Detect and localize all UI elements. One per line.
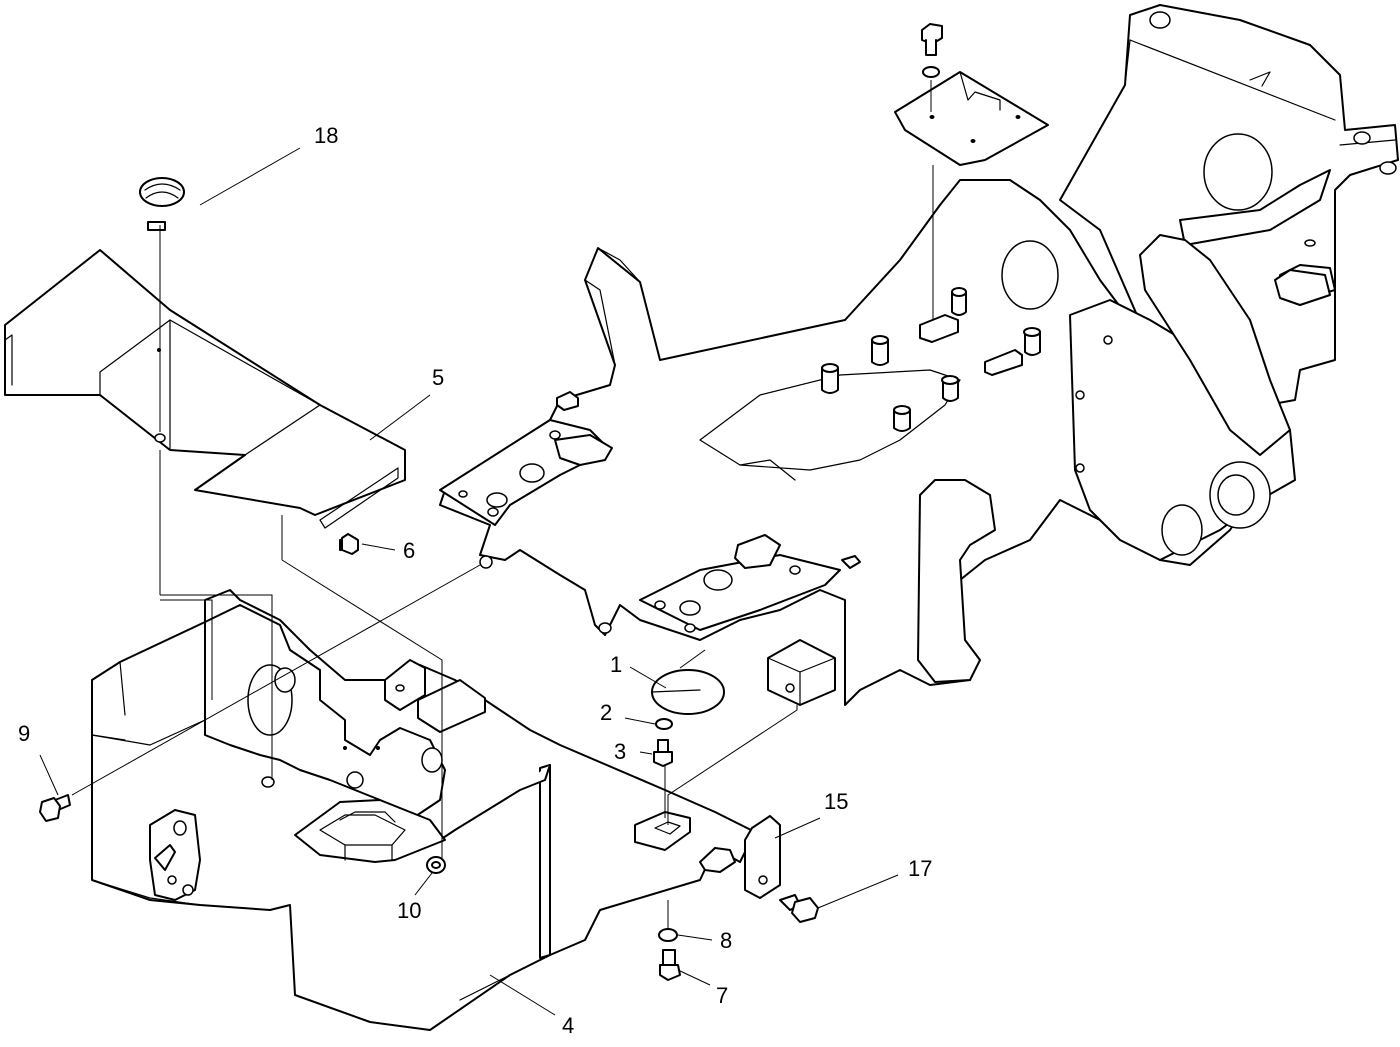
callout-2: 2: [600, 700, 612, 725]
guard-slot: [319, 467, 399, 529]
washer-item-10: [426, 856, 446, 874]
deck-bosses: [821, 287, 1041, 432]
top-bolt-head: [921, 23, 943, 45]
callout-3: 3: [614, 739, 626, 764]
left-hook-bracket: [149, 809, 201, 901]
counterweight-item-4: [91, 589, 756, 1031]
callout-7: 7: [716, 983, 728, 1008]
round-cover-item-1: [651, 669, 725, 715]
bracket-item-15: [744, 815, 781, 899]
assembly-centerlines: [71, 225, 798, 928]
bolt-item-9: [39, 794, 71, 822]
callout-15: 15: [824, 789, 848, 814]
upper-pivot-hole: [1203, 133, 1273, 211]
callout-9: 9: [18, 721, 30, 746]
callout-labels: 18 5 6 1 2 3 9 10 15 17 8 7 4: [18, 123, 932, 1038]
callout-17: 17: [908, 856, 932, 881]
bolt-item-3: [653, 739, 673, 767]
callout-5: 5: [432, 365, 444, 390]
top-washer: [922, 66, 940, 78]
cover-guard-item-5: [4, 249, 406, 529]
screw-item-6: [339, 533, 359, 555]
callout-1: 1: [610, 652, 622, 677]
washer-item-8: [658, 928, 678, 942]
clip-item-18: [139, 177, 185, 231]
top-cover-plate: [894, 71, 1049, 166]
tow-block: [294, 799, 446, 863]
bolt-item-17: [779, 894, 819, 923]
callout-8: 8: [720, 928, 732, 953]
callout-18: 18: [314, 123, 338, 148]
washer-item-2: [655, 718, 673, 730]
upper-side-pivot: [1001, 240, 1059, 310]
callout-6: 6: [403, 538, 415, 563]
bolt-item-7: [659, 949, 681, 981]
central-deck-opening: [699, 369, 961, 471]
top-cover-plate-assembly: [894, 23, 1049, 320]
front-right-guide: [917, 479, 996, 683]
callout-10: 10: [397, 898, 421, 923]
front-right-plate: [598, 534, 861, 634]
main-chassis-frame: [439, 4, 1399, 706]
front-left-plate: [439, 391, 613, 569]
callout-4: 4: [562, 1013, 574, 1038]
spacer-block: [767, 639, 836, 706]
callout-leaders: [39, 147, 899, 1016]
